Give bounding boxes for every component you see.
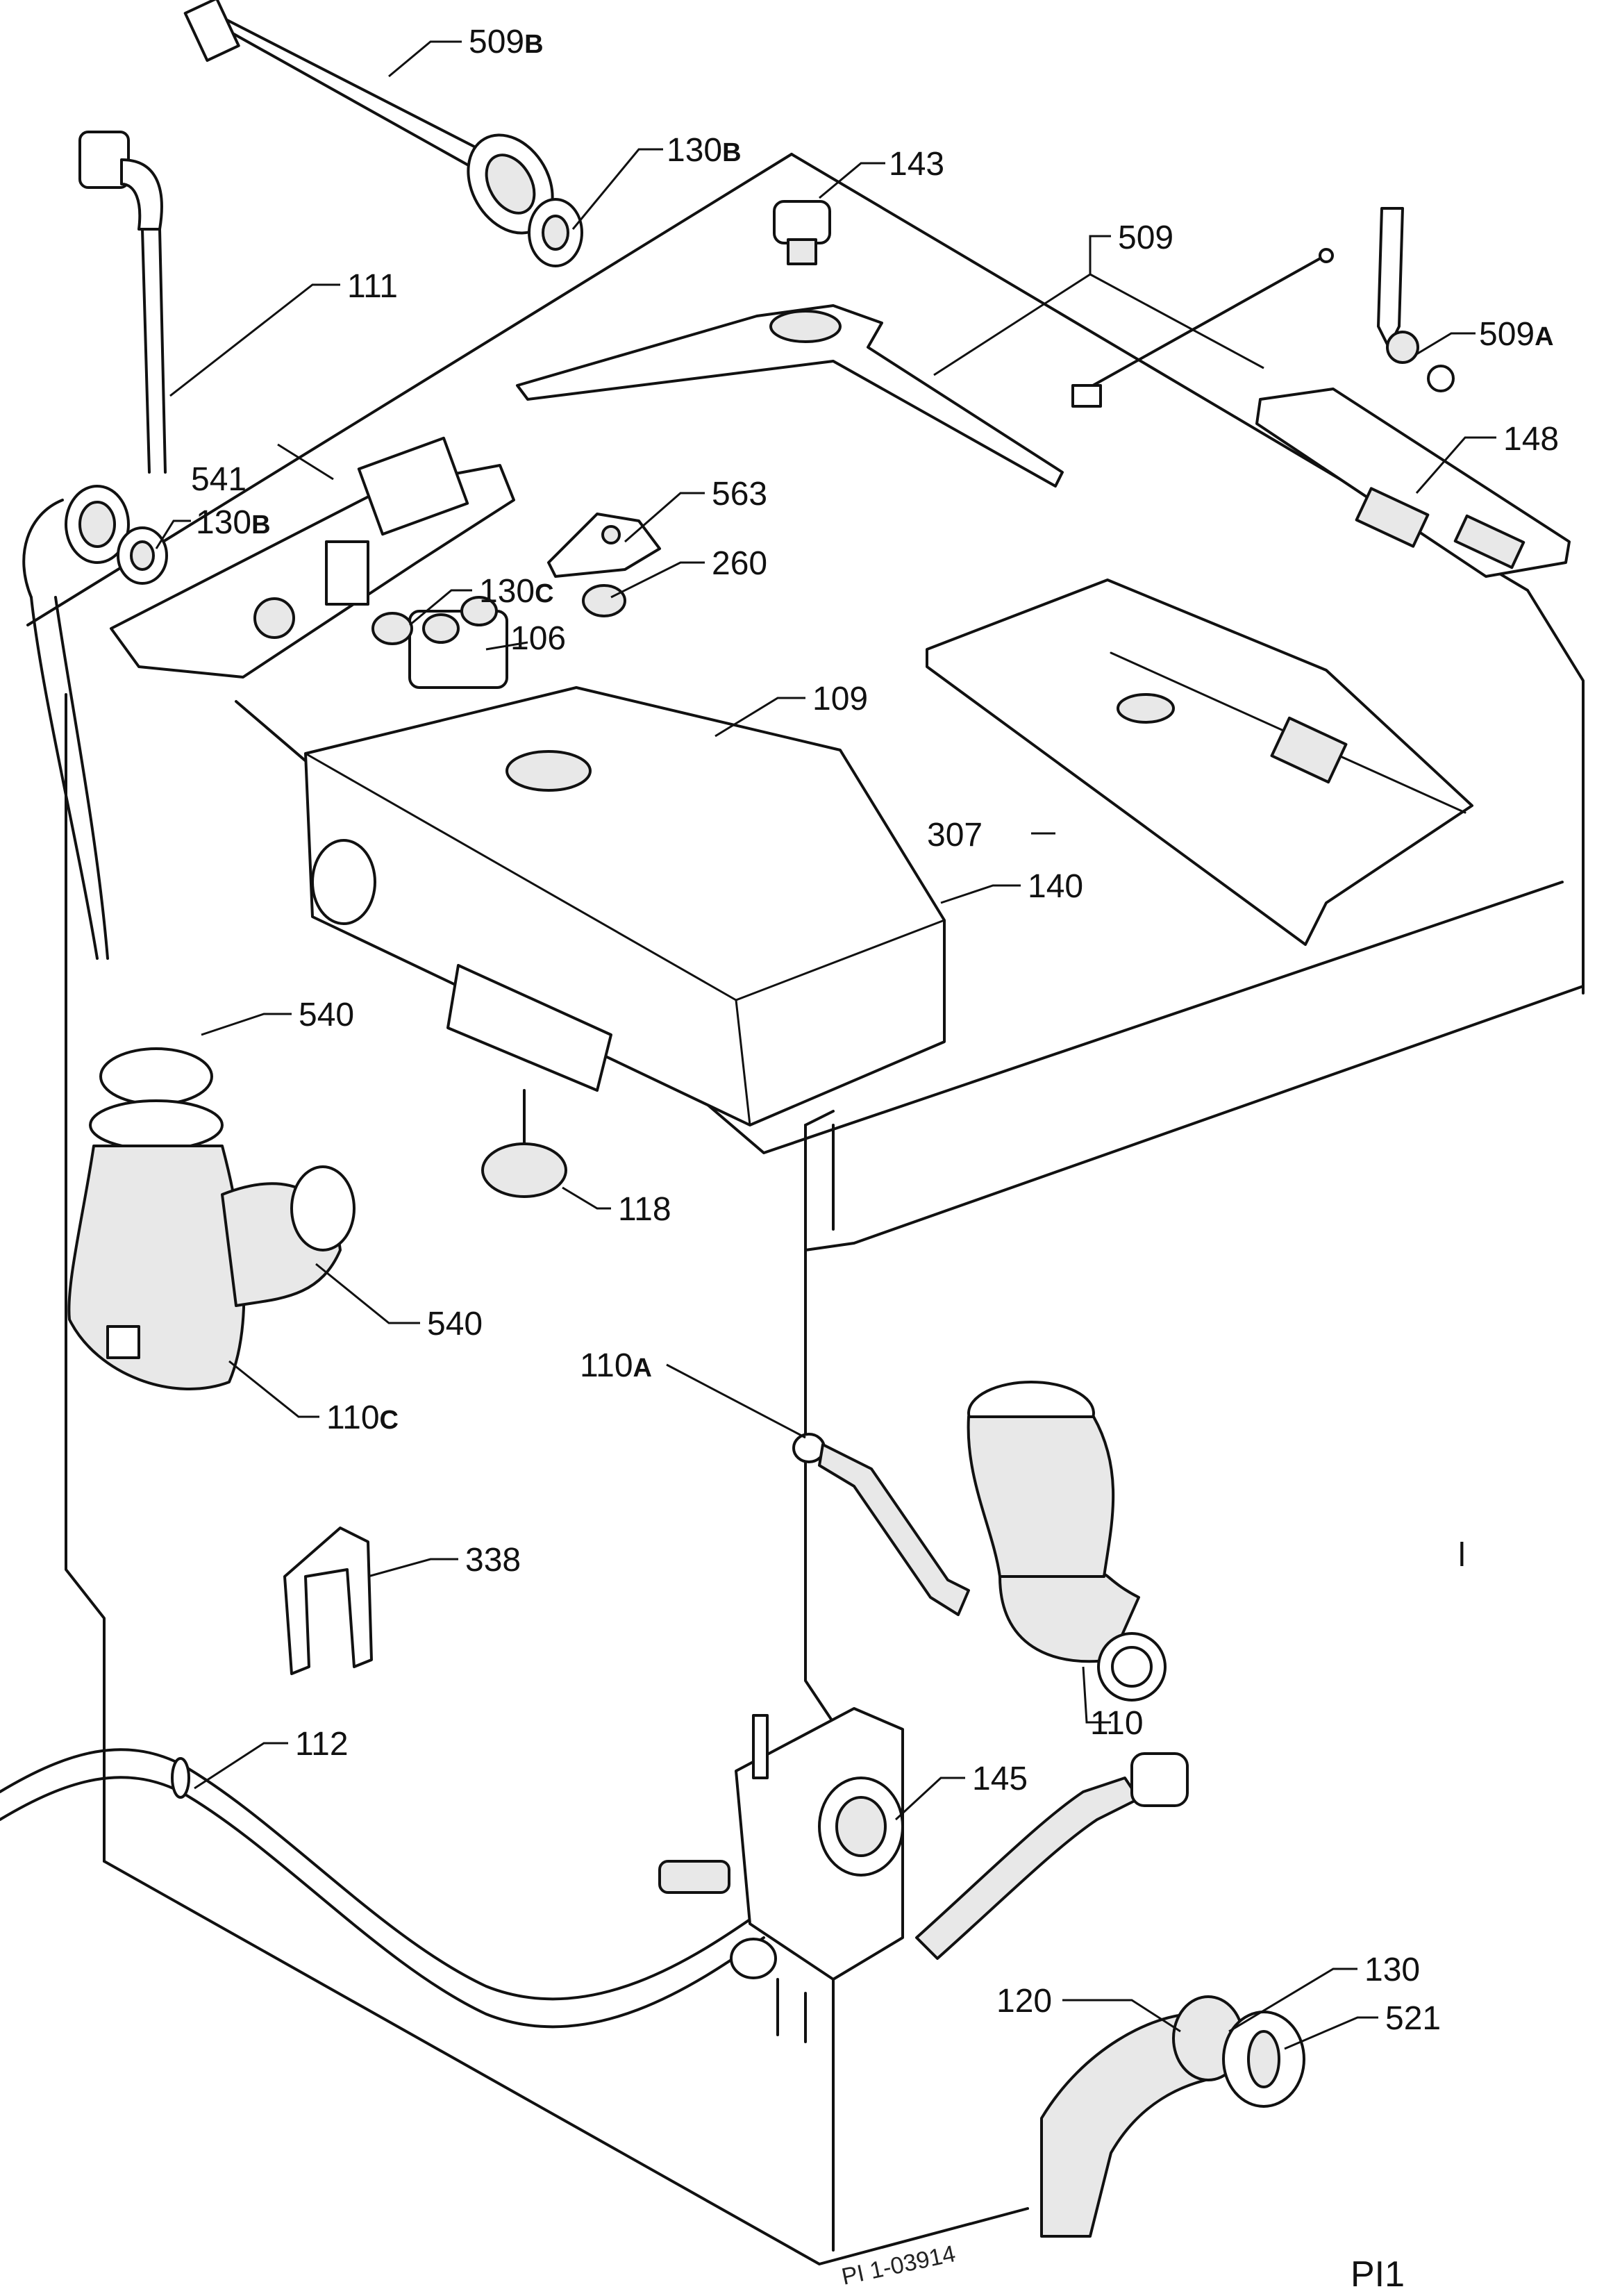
- callout-509b: 509B: [469, 24, 544, 60]
- callout-130c: 130C: [479, 573, 554, 610]
- detergent-drawer-307: [926, 579, 1473, 946]
- callout-106: 106: [510, 620, 566, 657]
- callout-130b-left: 130B: [196, 504, 271, 541]
- callout-509: 509: [1118, 219, 1173, 256]
- callout-140: 140: [1028, 868, 1083, 905]
- inlet-hose-111: [78, 131, 167, 474]
- callout-130b-top: 130B: [667, 132, 742, 169]
- lever-509: [516, 304, 1064, 488]
- callout-111: 111: [347, 268, 398, 305]
- clip-338: [283, 1526, 373, 1675]
- sump-110c: [67, 1047, 356, 1390]
- pump-145: [658, 1707, 904, 2043]
- valve-143: [773, 200, 831, 265]
- callout-541: 541: [191, 461, 246, 498]
- callout-338: 338: [465, 1542, 521, 1579]
- gasket-130b-top: [528, 198, 583, 267]
- pump-hose: [915, 1752, 1189, 1960]
- drawing-reference: PI 1-03914: [839, 2240, 958, 2290]
- plate-label: PI1: [1351, 2254, 1405, 2295]
- callout-109: 109: [812, 681, 868, 717]
- callout-145: 145: [972, 1761, 1028, 1797]
- rod-509: [1071, 248, 1334, 408]
- spring-260: [582, 584, 626, 617]
- fill-hose-509b: [183, 0, 554, 235]
- callout-260: 260: [712, 545, 767, 582]
- dispenser-housing-109: [304, 686, 946, 1126]
- filter-cap-521: [1222, 2011, 1305, 2108]
- leader-lines: [155, 40, 1496, 2050]
- foot-118: [481, 1089, 567, 1198]
- callout-labels: 509B 130B 143 509 509A 111 148 541 130B …: [191, 24, 1559, 2037]
- callout-521: 521: [1385, 2000, 1441, 2037]
- gasket-130b-left: [117, 526, 168, 585]
- callout-110: 110: [1090, 1705, 1144, 1742]
- callout-120: 120: [996, 1983, 1052, 2020]
- callout-563: 563: [712, 476, 767, 513]
- callout-148: 148: [1503, 421, 1559, 458]
- dispenser-cover-148: [1255, 388, 1571, 578]
- stray-mark: l: [1458, 1537, 1466, 1574]
- drain-hose-112: [0, 1748, 765, 2029]
- callout-509a: 509A: [1479, 316, 1554, 353]
- bracket-541: [110, 436, 515, 679]
- callout-143: 143: [889, 146, 944, 183]
- callout-130: 130: [1364, 1952, 1420, 1988]
- callout-307: 307: [927, 817, 983, 854]
- hose-110a: [792, 1433, 970, 1616]
- bellows-110: [967, 1381, 1167, 1702]
- callout-540-top: 540: [299, 997, 354, 1033]
- callout-110c: 110C: [326, 1399, 399, 1436]
- valve-106: [408, 596, 508, 689]
- spring-130c: [371, 612, 413, 645]
- inlet-hose-left: [22, 485, 130, 960]
- flap-563: [547, 513, 661, 578]
- lever-509a: [1377, 207, 1455, 392]
- callout-112: 112: [295, 1726, 349, 1763]
- callout-118: 118: [618, 1191, 671, 1228]
- callout-110a: 110A: [580, 1347, 652, 1384]
- callout-540-bottom: 540: [427, 1306, 483, 1342]
